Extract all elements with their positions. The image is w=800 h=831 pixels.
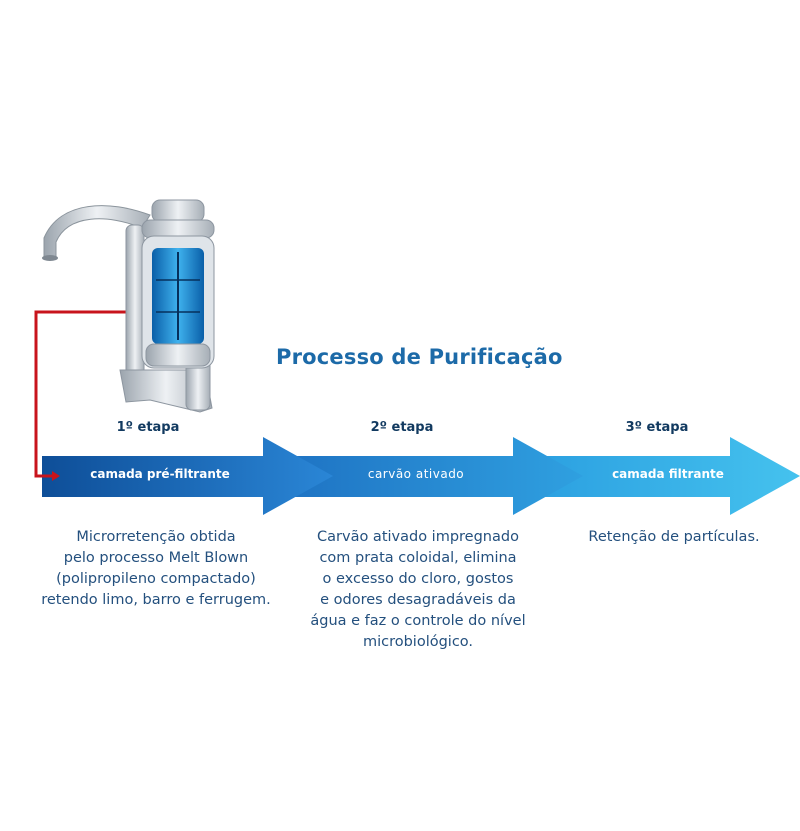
stage-2-description-line: microbiológico. <box>362 634 474 650</box>
faucet-filter-icon <box>42 199 215 413</box>
stage-1-description-line: pelo processo Melt Blown <box>63 550 249 566</box>
connector-arrowhead <box>52 471 60 481</box>
stage-3-label: 3º etapa <box>625 420 689 435</box>
arrow-3-text: camada filtrante <box>612 467 724 481</box>
page-title: Processo de Purificação <box>276 345 563 369</box>
arrow-2-text: carvão ativado <box>367 467 465 481</box>
stage-2-label: 2º etapa <box>370 420 434 435</box>
stage-1-description: Microrretenção obtida pelo processo Melt… <box>28 527 284 611</box>
arrow-stage-1 <box>42 437 333 515</box>
stage-2-description-line: o excesso do cloro, gostos <box>322 571 514 587</box>
stage-1-description-line: Microrretenção obtida <box>76 529 236 545</box>
arrow-1-text: camada pré-filtrante <box>90 467 230 481</box>
arrow-stage-2 <box>292 437 583 515</box>
stage-2-description-line: com prata coloidal, elimina <box>319 550 517 566</box>
stage-2-description: Carvão ativado impregnado com prata colo… <box>290 527 546 653</box>
stage-2-description-line: e odores desagradáveis da <box>320 592 516 608</box>
stage-2-description-line: Carvão ativado impregnado <box>317 529 519 545</box>
stage-3-description-line: Retenção de partículas. <box>588 529 760 545</box>
connector-line <box>34 310 154 478</box>
arrow-stage-3 <box>520 437 800 515</box>
stage-3-description: Retenção de partículas. <box>556 527 792 548</box>
stage-1-description-line: (polipropileno compactado) <box>56 571 256 587</box>
stage-1-label: 1º etapa <box>116 420 180 435</box>
stage-1-description-line: retendo limo, barro e ferrugem. <box>41 592 271 608</box>
stage-2-description-line: água e faz o controle do nível <box>310 613 526 629</box>
